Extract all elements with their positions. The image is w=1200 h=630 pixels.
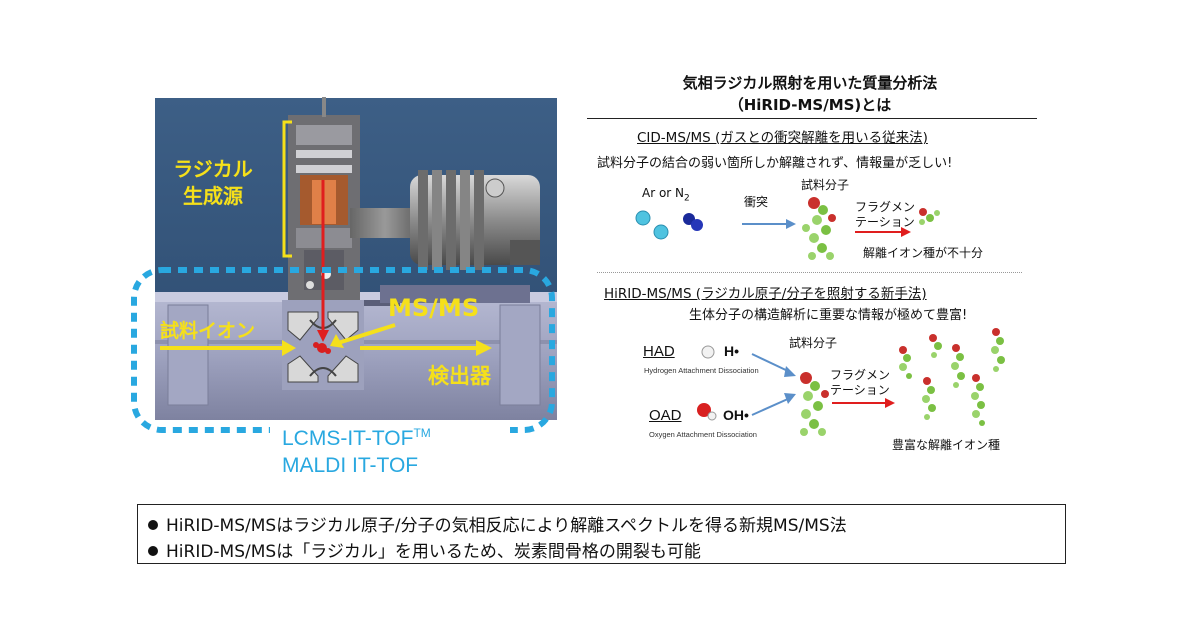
had-label: HAD: [643, 343, 675, 360]
summary-bullet-2-text: HiRID-MS/MSは「ラジカル」を用いるため、炭素間骨格の開裂も可能: [166, 542, 701, 562]
ion-label: 試料イオン: [160, 320, 256, 342]
summary-bullet-1-text: HiRID-MS/MSはラジカル原子/分子の気相反応により解離スペクトルを得る新…: [166, 516, 847, 536]
cid-result-label: 解離イオン種が不十分: [863, 246, 984, 260]
turbo-pump: [410, 170, 540, 270]
summary-box: HiRID-MS/MSはラジカル原子/分子の気相反応により解離スペクトルを得る新…: [137, 504, 1066, 564]
hydroxyl-radical-icon: [697, 403, 711, 417]
panel-title: 気相ラジカル照射を用いた質量分析法 （HiRID-MS/MS)とは: [600, 72, 1020, 116]
source-label-line1: ラジカル: [173, 157, 253, 181]
hirid-fragments-icon: [899, 328, 1005, 426]
cid-sample-molecule-icon: [802, 197, 836, 260]
cid-fragment-icon: [919, 208, 940, 225]
argon-atom-icon: [653, 224, 669, 240]
model-trademark: TM: [413, 426, 431, 440]
oad-arrow: [751, 397, 791, 416]
summary-bullet-1: HiRID-MS/MSはラジカル原子/分子の気相反応により解離スペクトルを得る新…: [148, 511, 847, 536]
source-label-line2: 生成源: [183, 184, 243, 208]
had-radical: H•: [724, 343, 740, 359]
hirid-frag-label: フラグメン テーション: [830, 368, 890, 398]
cid-gas-label: Ar or N2: [642, 186, 690, 203]
oad-full-name: Oxygen Attachment Dissociation: [649, 430, 757, 439]
bullet-icon: [148, 520, 158, 530]
hirid-frag-line1: フラグメン: [830, 368, 891, 382]
section-divider: [597, 272, 1022, 273]
cid-gas-subscript: 2: [684, 193, 690, 204]
msms-label: MS/MS: [388, 294, 480, 322]
panel-title-line1: 気相ラジカル照射を用いた質量分析法: [682, 74, 938, 92]
had-full-name: Hydrogen Attachment Dissociation: [644, 366, 759, 375]
panel-title-line2: （HiRID-MS/MS)とは: [728, 96, 892, 114]
cid-frag-label: フラグメン テーション: [855, 200, 915, 230]
hirid-sample-label: 試料分子: [789, 336, 838, 350]
cid-heading: CID-MS/MS (ガスとの衝突解離を用いる従来法): [637, 130, 928, 146]
hirid-sample-molecule-icon: [800, 372, 829, 436]
model-line1: LCMS-IT-TOF: [282, 427, 414, 450]
bullet-icon: [148, 546, 158, 556]
detector-label: 検出器: [428, 364, 491, 388]
cid-sample-label: 試料分子: [801, 178, 850, 192]
title-divider: [587, 118, 1037, 119]
hirid-frag-line2: テーション: [830, 383, 890, 397]
cid-gas-prefix: Ar or N: [642, 186, 685, 200]
instrument-illustration: [131, 97, 557, 440]
hirid-description: 生体分子の構造解析に重要な情報が極めて豊富!: [689, 308, 968, 323]
model-label: LCMS-IT-TOFTM MALDI IT-TOF: [282, 420, 431, 479]
hirid-result-label: 豊富な解離イオン種: [892, 438, 1001, 452]
source-label: ラジカル 生成源: [163, 156, 263, 210]
summary-bullet-2: HiRID-MS/MSは「ラジカル」を用いるため、炭素間骨格の開裂も可能: [148, 537, 701, 562]
ms-region-outline: [131, 267, 555, 433]
mechanism-graphics: [635, 197, 1005, 436]
cid-description: 試料分子の結合の弱い箇所しか解離されず、情報量が乏しい!: [597, 156, 953, 171]
msms-pointer: [337, 323, 396, 345]
cid-frag-line2: テーション: [855, 215, 915, 229]
cid-collision-label: 衝突: [744, 195, 769, 209]
model-line2: MALDI IT-TOF: [282, 454, 419, 477]
argon-atom-icon: [635, 210, 651, 226]
had-arrow: [751, 353, 791, 373]
hirid-heading: HiRID-MS/MS (ラジカル原子/分子を照射する新手法): [604, 286, 927, 302]
cid-frag-line1: フラグメン: [855, 200, 916, 214]
hydrogen-radical-icon: [701, 345, 715, 359]
oad-radical: OH•: [723, 407, 749, 423]
oad-label: OAD: [649, 407, 682, 424]
source-bracket: [282, 120, 292, 258]
